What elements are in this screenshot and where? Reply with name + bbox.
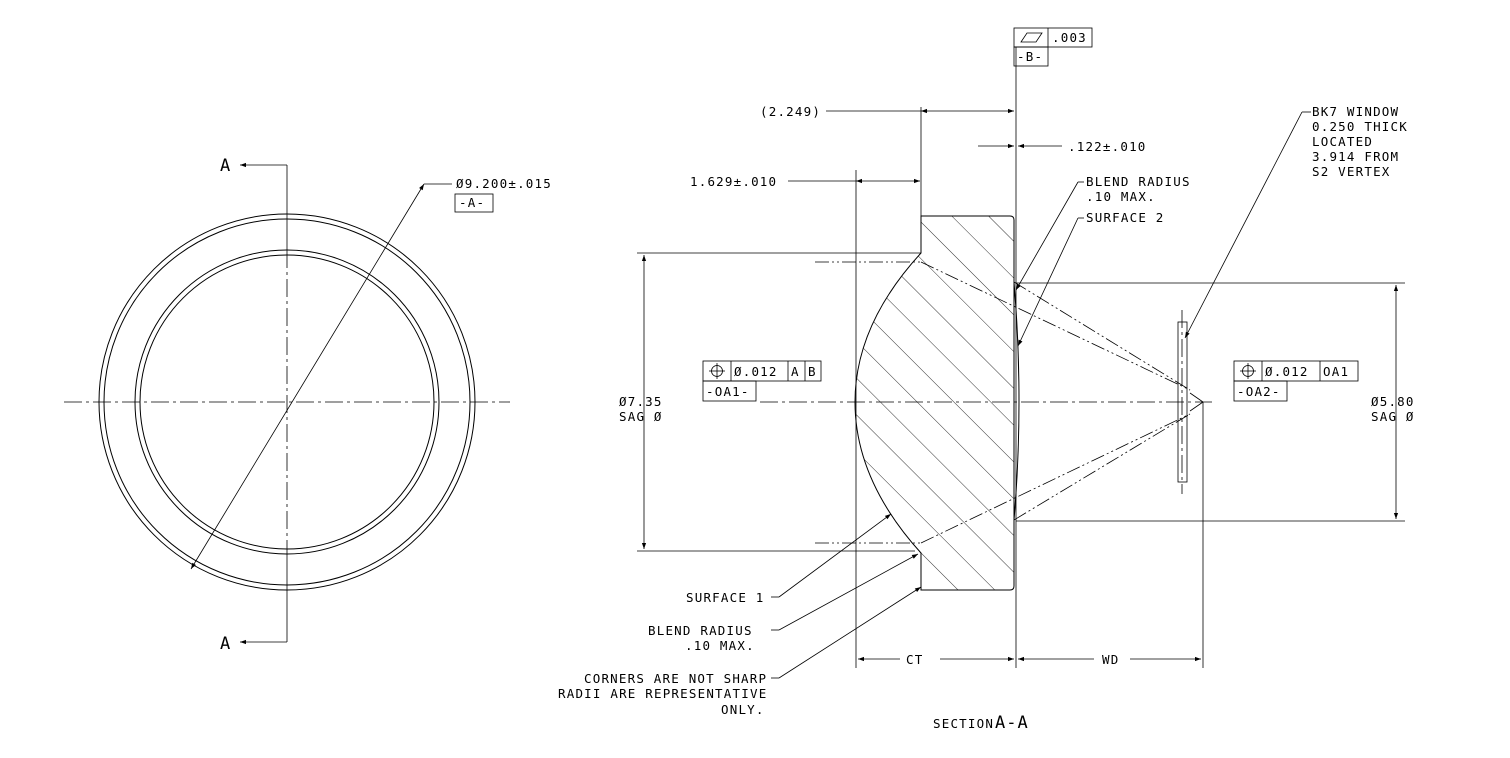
leader-blend-radius-top (1015, 181, 1079, 291)
dim-sag-dia-1-label: SAG Ø (619, 409, 663, 424)
position-right-tolerance: Ø.012 (1265, 364, 1309, 379)
note-window-2: 0.250 THICK (1312, 119, 1408, 134)
bk7-window (1177, 321, 1188, 483)
diameter-dimension-line (190, 183, 425, 570)
flatness-icon (1020, 32, 1043, 43)
note-window-3: LOCATED (1312, 134, 1373, 149)
position-fcf-right: Ø.012 OA1 -OA2- (1233, 360, 1359, 402)
section-title-name: A-A (995, 713, 1029, 733)
note-blend-radius-bottom-1: BLEND RADIUS (648, 623, 753, 638)
position-left-ref-b: B (808, 364, 817, 379)
position-right-ref: OA1 (1323, 364, 1349, 379)
flatness-fcf: .003 -B- (1013, 27, 1093, 67)
focus-mark-2 (1189, 401, 1204, 412)
dim-ct-text: CT (906, 652, 923, 667)
note-blend-radius-top-1: BLEND RADIUS (1086, 174, 1191, 189)
datum-b-label: -B- (1017, 49, 1043, 64)
note-corners-1: CORNERS ARE NOT SHARP (584, 671, 767, 686)
dim-sag-dia-2-label: SAG Ø (1371, 409, 1415, 424)
datum-a-label: -A- (459, 195, 485, 210)
datum-oa1-label: -OA1- (706, 384, 750, 399)
note-corners-2: RADII ARE REPRESENTATIVE (558, 686, 767, 701)
note-surface-2: SURFACE 2 (1086, 210, 1165, 225)
leader-surface-2 (1017, 217, 1079, 347)
note-window-5: S2 VERTEX (1312, 164, 1391, 179)
position-left-tolerance: Ø.012 (734, 364, 778, 379)
diameter-callout: Ø9.200±.015 (456, 176, 552, 191)
focus-mark-1 (1189, 392, 1204, 403)
note-window-1: BK7 WINDOW (1312, 104, 1399, 119)
note-blend-radius-bottom-2: .10 MAX. (685, 638, 755, 653)
leader-surface-1 (778, 513, 892, 598)
dim-offset-text: .122±.010 (1068, 139, 1147, 154)
note-window-4: 3.914 FROM (1312, 149, 1399, 164)
position-left-ref-a: A (791, 364, 800, 379)
lens-hatching (855, 216, 1014, 590)
dim-ref-length-text: (2.249) (760, 104, 821, 119)
leader-blend-radius-bottom (778, 553, 919, 631)
position-fcf-left: Ø.012 A B -OA1- (702, 360, 822, 402)
lens-section-outline (854, 215, 1015, 591)
leader-corners (778, 586, 922, 679)
leader-bk7-window (1184, 111, 1303, 339)
front-view: A A Ø9.200±.015 -A- (64, 156, 552, 654)
note-corners-3: ONLY. (721, 702, 765, 717)
surface-2-curve (1013, 281, 1020, 521)
ray-bottom-3 (1013, 413, 1191, 521)
flatness-tolerance: .003 (1052, 30, 1087, 45)
dim-edge-thickness-text: 1.629±.010 (690, 174, 777, 189)
dim-sag-dia-2-value: Ø5.80 (1371, 394, 1415, 409)
section-title-prefix: SECTION (933, 716, 994, 731)
dim-wd-text: WD (1102, 652, 1119, 667)
datum-oa2-label: -OA2- (1237, 384, 1281, 399)
ray-top-2 (920, 261, 1191, 391)
note-surface-1: SURFACE 1 (686, 590, 765, 605)
note-blend-radius-top-2: .10 MAX. (1086, 189, 1156, 204)
ray-top-3 (1013, 281, 1191, 391)
dim-sag-dia-1-value: Ø7.35 (619, 394, 663, 409)
ray-bottom-2 (920, 413, 1191, 544)
section-view: (2.249) 1.629±.010 .122±.010 Ø7.35 SAG Ø… (558, 27, 1415, 733)
section-letter-bottom: A (220, 634, 231, 654)
datum-a-box (454, 193, 494, 213)
section-letter-top: A (220, 156, 231, 176)
